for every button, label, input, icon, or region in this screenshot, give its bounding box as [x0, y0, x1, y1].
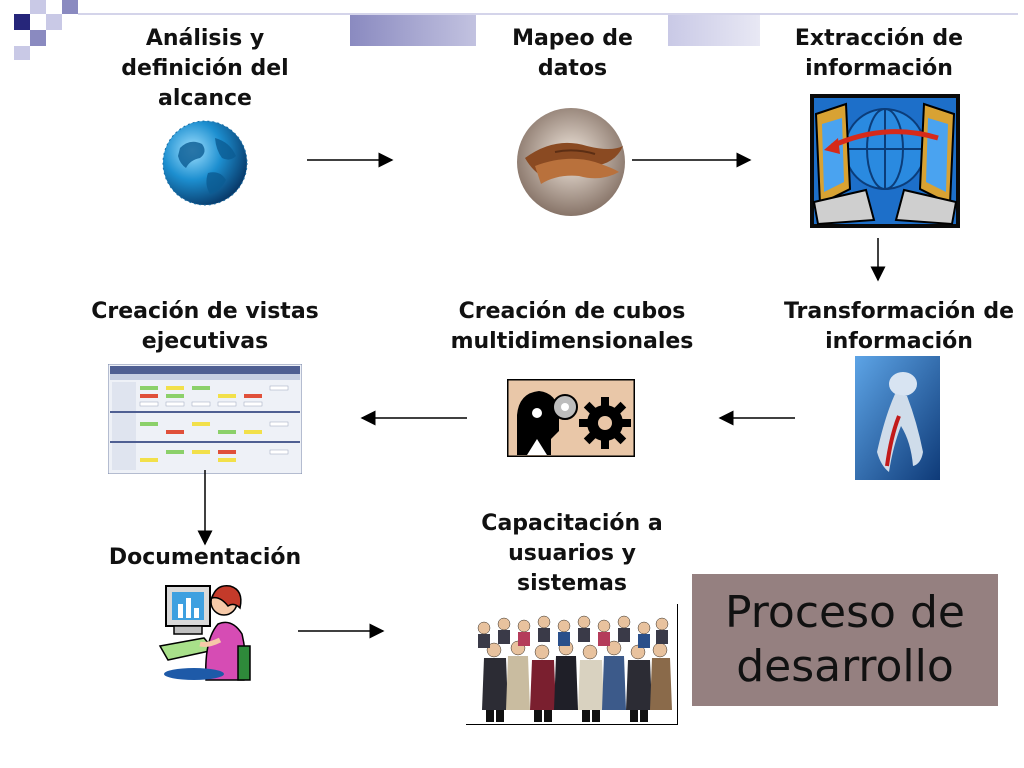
step-label-documentation: Documentación — [108, 545, 302, 570]
computers-globe-icon — [810, 94, 960, 228]
crowd-icon — [466, 606, 678, 726]
hands-icon — [515, 106, 627, 218]
step-label-cubes: Creación de cubos multidimensionales — [450, 299, 694, 354]
step-label-transformation: Transformación de información — [783, 299, 1015, 354]
title-line-2: desarrollo — [736, 641, 954, 692]
step-label-views: Creación de vistas ejecutivas — [91, 299, 319, 354]
corner-square-light-3 — [14, 46, 30, 60]
banner-gradient-2 — [668, 15, 760, 46]
step-label-mapping: Mapeo de datos — [512, 26, 633, 81]
dashboard-table-icon — [108, 364, 302, 474]
step-label-extraction: Extracción de información — [794, 26, 964, 81]
corner-square-dark — [14, 14, 30, 30]
corner-square-light — [30, 0, 46, 14]
corner-square-mid — [30, 30, 46, 46]
abstract-figure-icon — [855, 356, 940, 480]
gears-head-icon — [507, 379, 635, 457]
crowd-frame-line-bottom — [466, 724, 678, 725]
title-box: Proceso de desarrollo — [692, 574, 998, 706]
crowd-frame-line-right — [677, 604, 678, 725]
step-label-analysis: Análisis y definición del alcance — [121, 26, 289, 111]
woman-computer-icon — [158, 580, 252, 682]
banner-line — [78, 13, 1018, 15]
globe-icon — [160, 118, 250, 208]
corner-square-mid-2 — [62, 0, 78, 14]
corner-square-light-2 — [46, 14, 62, 30]
title-line-1: Proceso de — [725, 587, 965, 638]
banner-gradient-1 — [350, 15, 476, 46]
step-label-training: Capacitación a usuarios y sistemas — [481, 511, 663, 596]
